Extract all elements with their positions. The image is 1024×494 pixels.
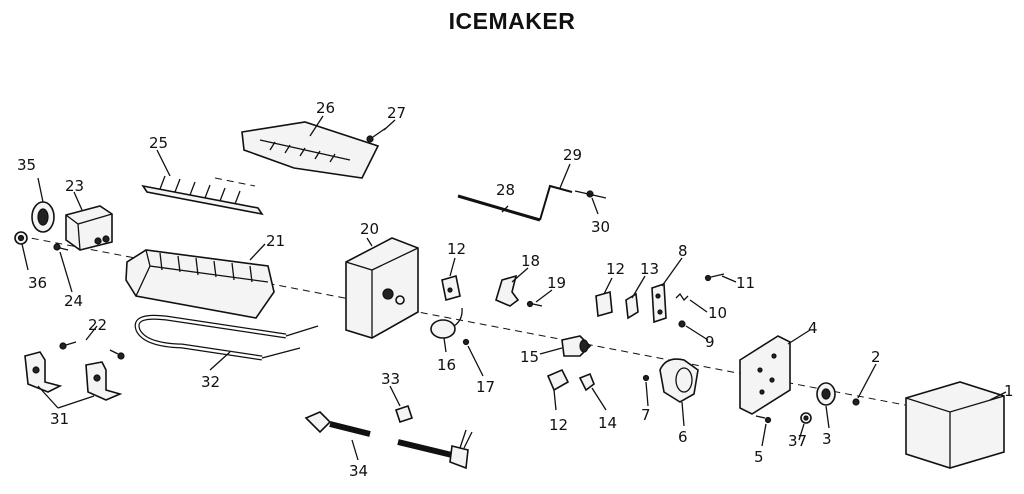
label-part-26: 26 — [316, 99, 335, 117]
part-2-screw — [852, 398, 860, 406]
label-part-12b: 12 — [606, 260, 625, 278]
label-part-7: 7 — [641, 406, 651, 424]
part-28-shutoff-arm — [457, 194, 541, 222]
label-part-32: 32 — [201, 373, 220, 391]
part-24-screw — [53, 243, 69, 251]
part-21-ice-mold — [125, 249, 275, 319]
label-part-8: 8 — [678, 242, 688, 260]
part-31-brackets — [24, 351, 123, 401]
label-part-14: 14 — [598, 414, 617, 432]
label-part-18: 18 — [521, 252, 540, 270]
part-36-nut — [14, 231, 28, 245]
part-9-screw — [678, 320, 686, 328]
label-part-35: 35 — [17, 156, 36, 174]
label-part-36: 36 — [28, 274, 47, 292]
part-33-connector — [394, 404, 414, 424]
label-part-19: 19 — [547, 274, 566, 292]
label-part-33: 33 — [381, 370, 400, 388]
part-17-screw — [462, 338, 470, 346]
part-37-nut — [800, 412, 812, 424]
part-5-screw — [755, 415, 772, 424]
label-part-11: 11 — [736, 274, 755, 292]
part-12-switch-c — [546, 368, 570, 392]
part-20-mounting-plate — [345, 237, 419, 339]
label-part-15: 15 — [520, 348, 539, 366]
label-part-6: 6 — [678, 428, 688, 446]
part-34-wire-harness — [304, 411, 473, 470]
part-3-fitting — [816, 382, 836, 406]
part-18-lever — [495, 274, 520, 307]
label-part-23: 23 — [65, 177, 84, 195]
label-part-34: 34 — [349, 462, 368, 480]
part-14-clip — [578, 372, 595, 392]
label-part-28: 28 — [496, 181, 515, 199]
label-part-31: 31 — [50, 410, 69, 428]
label-part-37: 37 — [788, 432, 807, 450]
label-part-2: 2 — [871, 348, 881, 366]
part-30-clip — [574, 190, 607, 199]
part-6-gear-motor — [659, 358, 699, 403]
label-part-1: 1 — [1004, 382, 1014, 400]
label-part-12c: 12 — [549, 416, 568, 434]
label-part-27: 27 — [387, 104, 406, 122]
label-part-21: 21 — [266, 232, 285, 250]
label-part-17: 17 — [476, 378, 495, 396]
label-part-24: 24 — [64, 292, 83, 310]
label-part-30: 30 — [591, 218, 610, 236]
label-part-3: 3 — [822, 430, 832, 448]
callout-labels: 1 2 3 4 5 6 7 8 9 10 11 12 12 12 13 14 1… — [17, 99, 1014, 480]
part-19-screw — [526, 300, 543, 308]
label-part-22: 22 — [88, 316, 107, 334]
part-32-heater — [134, 314, 319, 361]
part-27-screw — [366, 127, 387, 143]
part-4-support-plate — [739, 335, 791, 415]
part-8-bracket — [651, 282, 667, 324]
label-part-20: 20 — [360, 220, 379, 238]
part-25-stripper — [141, 175, 264, 216]
label-part-5: 5 — [754, 448, 764, 466]
label-part-13: 13 — [640, 260, 659, 278]
part-26-cover — [241, 121, 380, 179]
label-part-25: 25 — [149, 134, 168, 152]
label-part-4: 4 — [808, 319, 818, 337]
part-23-housing — [65, 205, 113, 251]
label-part-9: 9 — [705, 333, 715, 351]
label-part-10: 10 — [708, 304, 727, 322]
part-15-thermostat — [561, 335, 592, 357]
part-16-motor — [430, 307, 463, 339]
label-part-16: 16 — [437, 356, 456, 374]
label-part-12a: 12 — [447, 240, 466, 258]
part-22-screws — [59, 341, 125, 360]
diagram-title: ICEMAKER — [448, 8, 576, 34]
part-12-switch-b — [595, 290, 613, 318]
part-12-switch-a — [441, 274, 461, 302]
part-1-end-cover — [905, 381, 1005, 469]
part-10-spring — [675, 292, 689, 302]
part-7-screw — [642, 374, 650, 382]
leader-lines — [21, 115, 1007, 461]
label-part-29: 29 — [563, 146, 582, 164]
part-35-washer — [31, 201, 55, 233]
part-11-screw — [704, 273, 725, 282]
part-29-arm-bracket — [539, 184, 573, 221]
